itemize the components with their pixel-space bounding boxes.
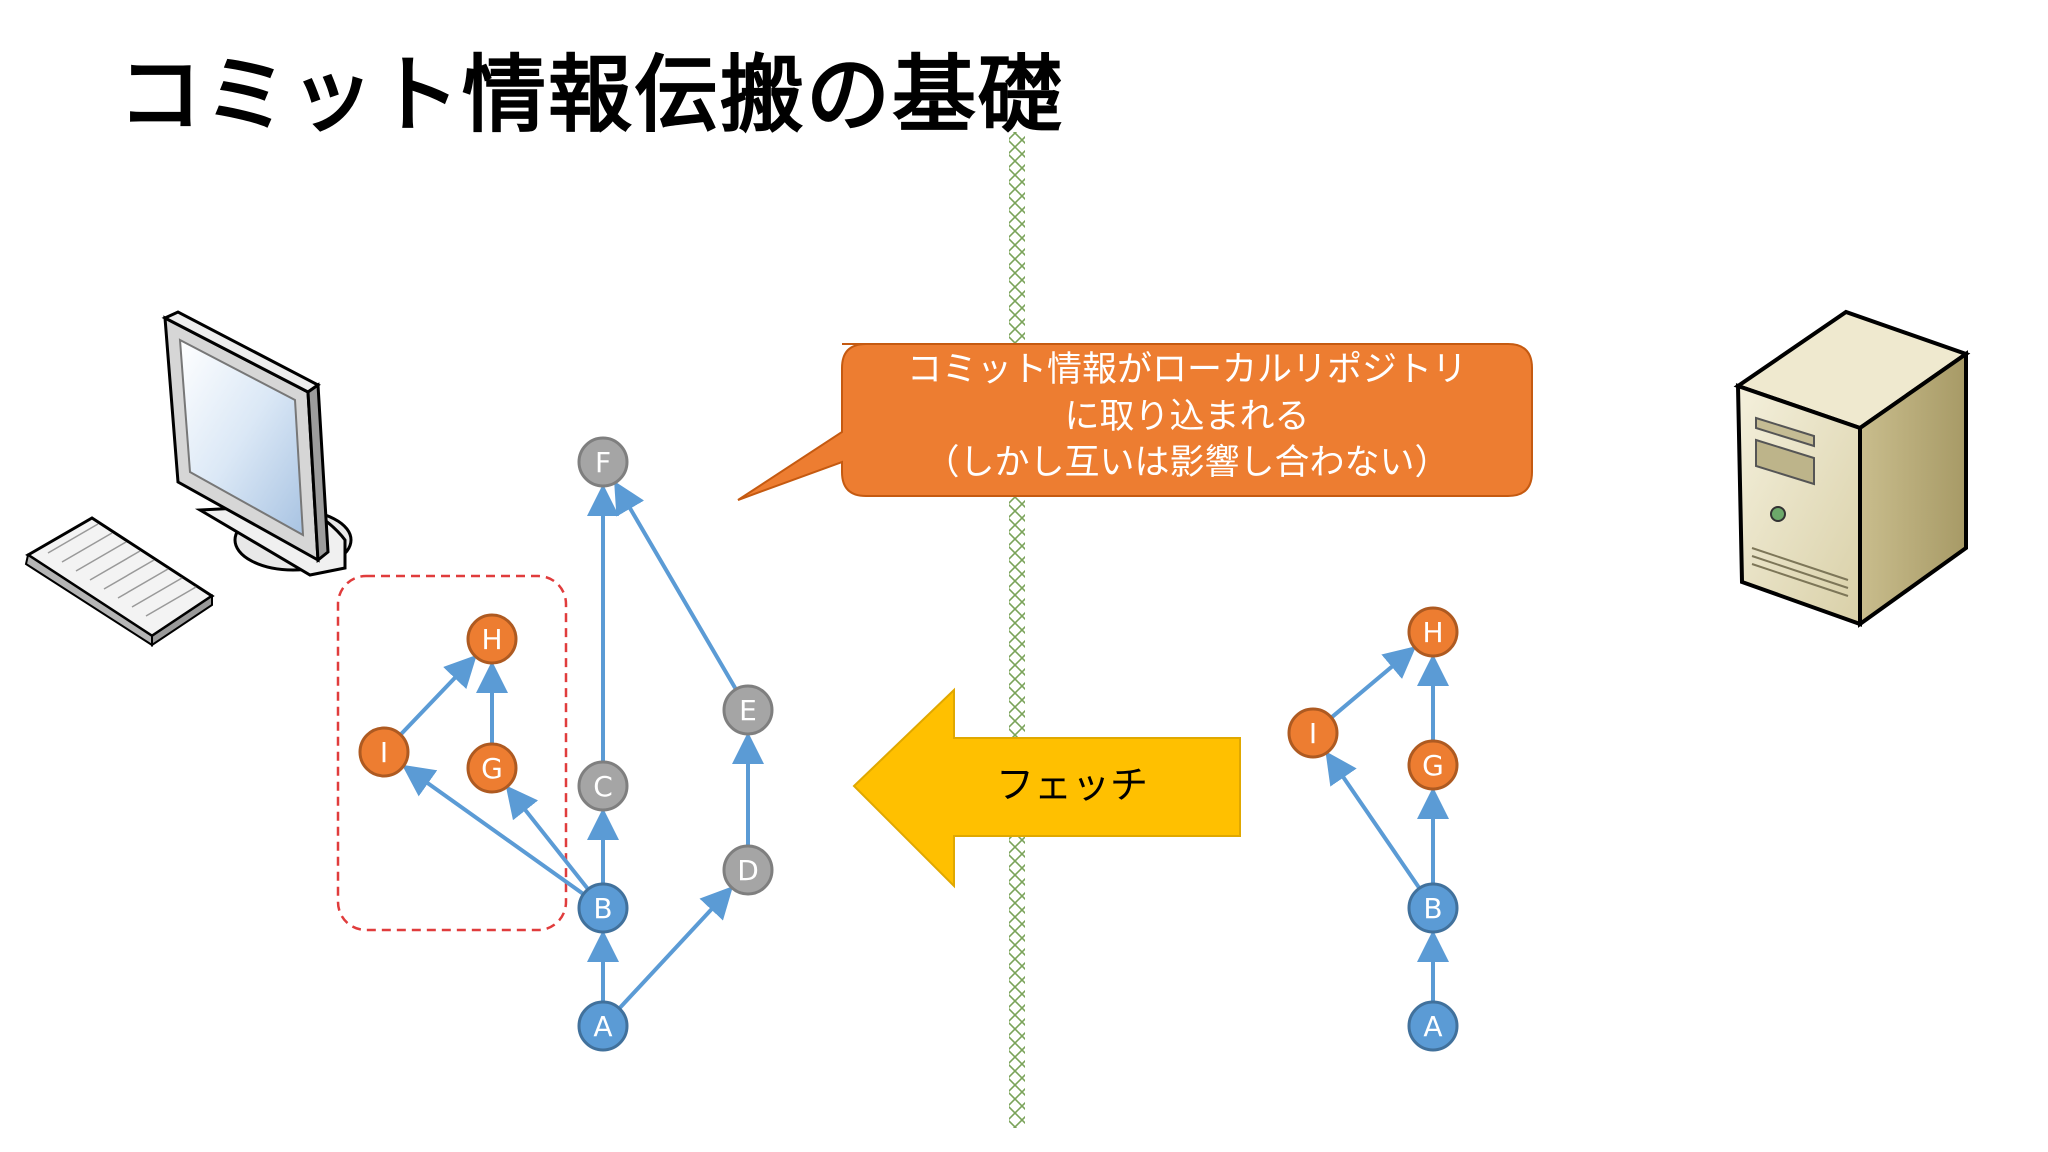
commit-label: I [380,736,388,769]
commit-edge-e-f [614,480,738,691]
commit-label: F [595,446,611,479]
commit-node-f: F [577,436,629,488]
commit-edge-i-h [399,654,477,737]
commit-edge-a-d [617,886,734,1010]
commit-edge-i-h [1330,646,1417,720]
commit-label: H [1422,616,1443,649]
fetch-arrow: フェッチ [852,687,1241,889]
server-tower-icon [1733,309,1971,628]
callout-line-3: （しかし互いは影響し合わない） [924,443,1449,483]
commit-label: A [593,1010,612,1043]
commit-node-b: B [577,882,629,934]
commit-label: B [593,892,612,925]
commit-node-i: I [358,726,410,778]
commit-label: C [593,770,613,803]
commit-label: H [481,623,502,656]
commit-node-g: G [466,742,518,794]
commit-node-g: G [1407,739,1459,791]
commit-node-a: A [1407,1000,1459,1052]
commit-node-c: C [577,760,629,812]
commit-label: B [1423,892,1442,925]
callout-line-1: コミット情報がローカルリポジトリ [907,350,1467,390]
commit-edge-b-i [401,764,585,896]
commit-node-b: B [1407,882,1459,934]
network-boundary [1009,132,1025,1128]
commit-label: G [481,752,503,785]
desktop-computer-icon [24,310,353,647]
fetch-label: フェッチ [996,763,1148,807]
local-commit-graph: A B C D E F G H I [358,436,774,1052]
commit-label: G [1422,749,1444,782]
page-title: コミット情報伝搬の基礎 [118,46,1065,144]
commit-edge-b-i [1325,751,1422,890]
commit-label: I [1309,717,1317,750]
remote-commit-graph: A B G H I [1287,606,1459,1052]
commit-label: E [739,694,757,727]
commit-edge-b-g [505,785,590,891]
commit-label: D [737,854,759,887]
commit-node-d: D [722,844,774,896]
new-commits-highlight [336,574,568,932]
commit-node-i: I [1287,707,1339,759]
commit-node-e: E [722,684,774,736]
callout-line-2: に取り込まれる [1064,397,1309,437]
commit-label: A [1423,1010,1442,1043]
commit-node-h: H [466,613,518,665]
callout-bubble: コミット情報がローカルリポジトリ に取り込まれる （しかし互いは影響し合わない） [737,343,1533,501]
commit-node-a: A [577,1000,629,1052]
commit-node-h: H [1407,606,1459,658]
